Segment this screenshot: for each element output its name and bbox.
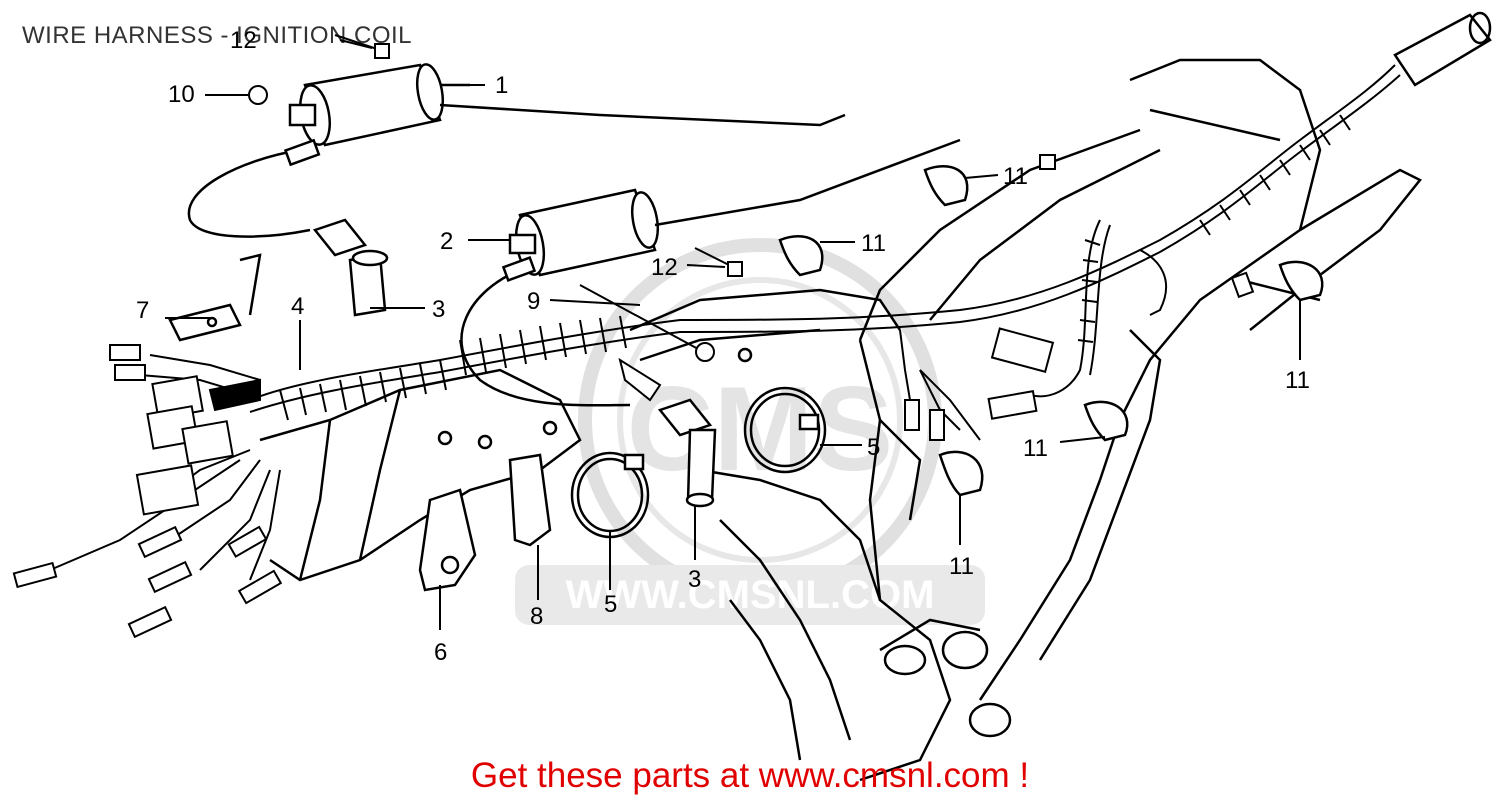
- leader-lines: [165, 39, 1301, 630]
- callout-12b: 12: [230, 27, 257, 54]
- diagram-title: WIRE HARNESS - IGNITION COIL: [22, 22, 413, 49]
- callout-11e: 11: [949, 553, 974, 580]
- watermark-logo: CMS: [627, 362, 894, 496]
- callout-6: 6: [434, 639, 447, 666]
- bands: [570, 386, 827, 539]
- callout-10: 10: [168, 81, 195, 108]
- footer-link[interactable]: Get these parts at www.cmsnl.com !: [470, 756, 1030, 795]
- callout-11a: 11: [1003, 163, 1028, 190]
- callout-5b: 5: [604, 591, 617, 618]
- callout-1: 1: [495, 72, 508, 99]
- brackets: [168, 253, 552, 592]
- footer-banner: Get these parts at www.cmsnl.com !: [0, 756, 1500, 796]
- callout-4: 4: [291, 293, 304, 320]
- callout-12a: 12: [651, 254, 678, 281]
- callout-labels: 1 2 3 3 4 5 5 6 7 8 9 10 11 11 11 11 11 …: [136, 27, 1310, 666]
- cable-clips: [778, 165, 1324, 497]
- callout-7: 7: [136, 297, 149, 324]
- callout-2: 2: [440, 228, 453, 255]
- ignition-coil-2: [460, 138, 961, 407]
- bolts: [248, 34, 1255, 441]
- callout-11b: 11: [861, 230, 886, 257]
- callout-8: 8: [530, 603, 543, 630]
- frame: [259, 58, 1422, 782]
- harness-end-connector: [1393, 11, 1492, 87]
- callout-3b: 3: [688, 566, 701, 593]
- spark-plug-caps: [312, 218, 717, 508]
- callout-11c: 11: [1285, 367, 1310, 394]
- callout-5a: 5: [867, 434, 880, 461]
- callout-11d: 11: [1023, 435, 1048, 462]
- wire-harness: [49, 64, 1401, 581]
- ignition-coil-1: [187, 63, 846, 238]
- connectors: [12, 327, 1055, 639]
- callout-9: 9: [527, 288, 540, 315]
- callout-3a: 3: [432, 296, 445, 323]
